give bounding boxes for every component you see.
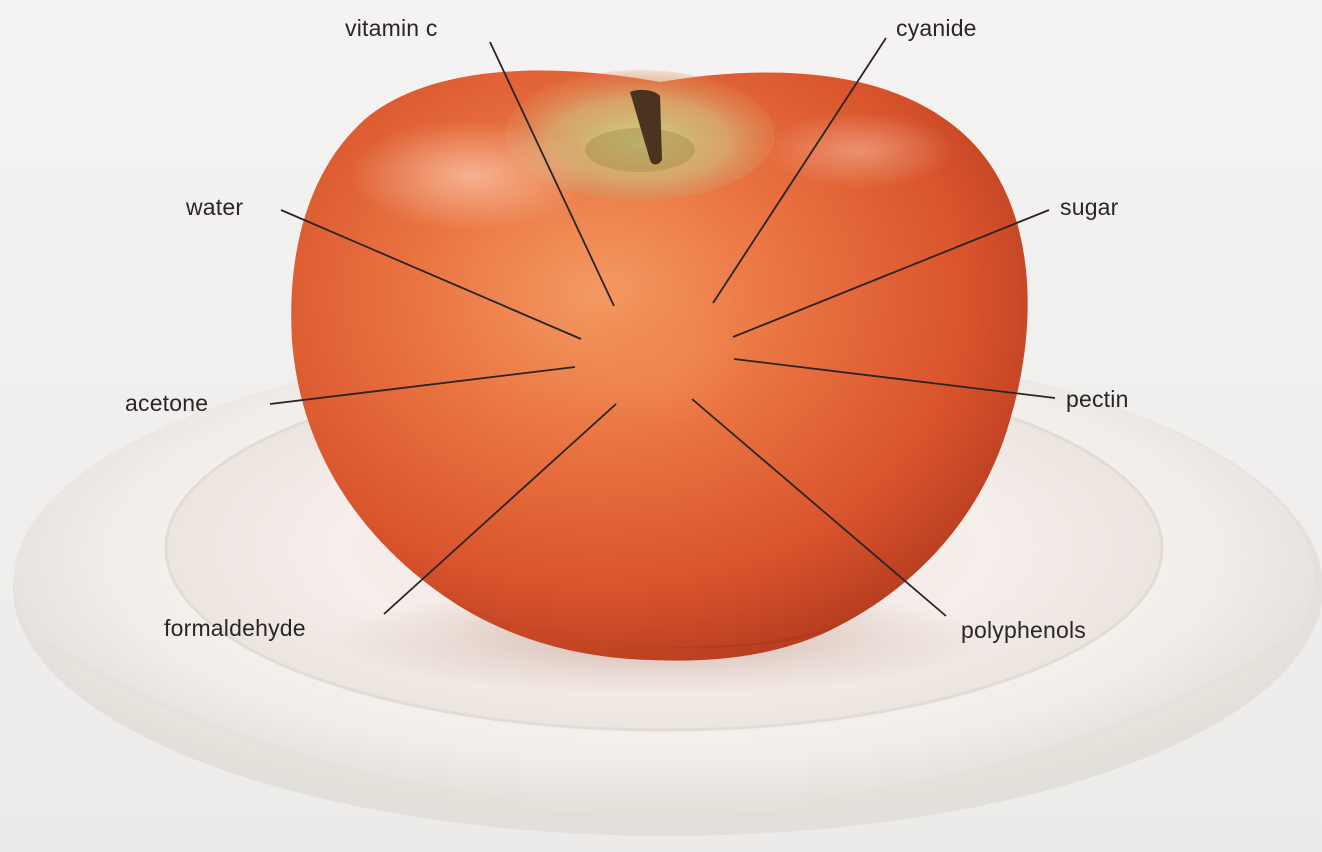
- label-water: water: [186, 196, 243, 219]
- label-vitamin-c: vitamin c: [345, 17, 438, 40]
- label-polyphenols: polyphenols: [961, 619, 1086, 642]
- label-cyanide: cyanide: [896, 17, 977, 40]
- label-formaldehyde: formaldehyde: [164, 617, 306, 640]
- label-sugar: sugar: [1060, 196, 1119, 219]
- label-acetone: acetone: [125, 392, 208, 415]
- label-pectin: pectin: [1066, 388, 1129, 411]
